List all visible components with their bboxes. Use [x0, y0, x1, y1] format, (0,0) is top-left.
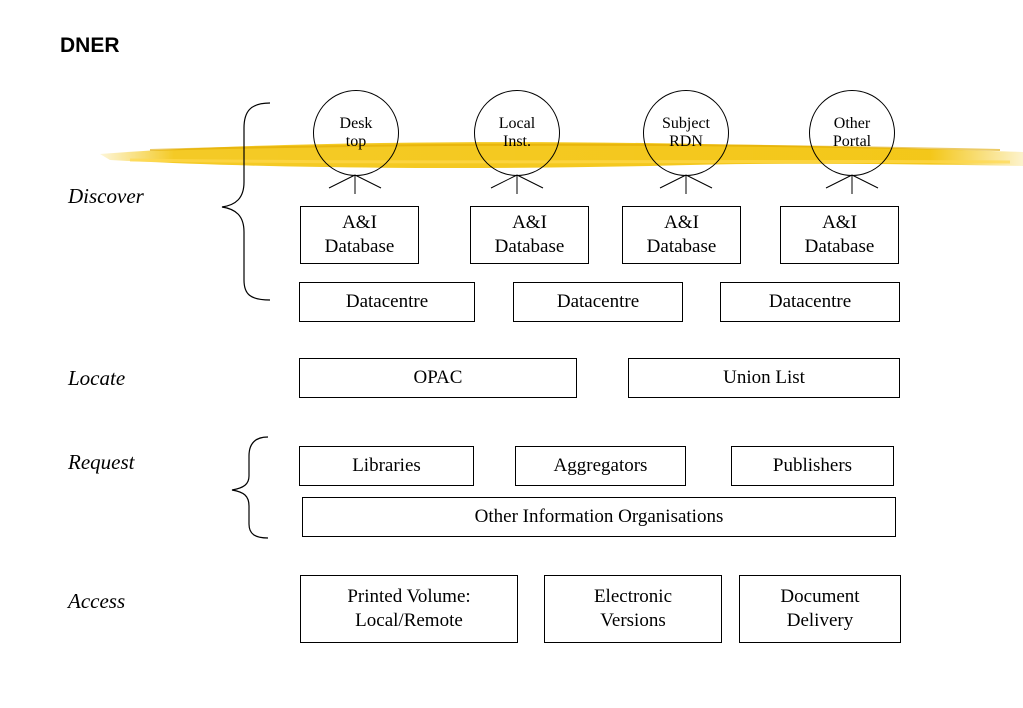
ai-database-box: A&I Database: [300, 206, 419, 264]
box-label-line1: A&I: [512, 212, 547, 234]
portal-label-line1: Local: [498, 115, 536, 133]
box-label-line1: A&I: [664, 212, 699, 234]
box-label-line2: Versions: [600, 610, 666, 631]
publishers-box: Publishers: [731, 446, 894, 486]
stage-label-locate: Locate: [68, 366, 126, 390]
portal-label-line2: Inst.: [503, 133, 531, 150]
stage-label-access: Access: [68, 589, 126, 613]
discover-brace: [221, 102, 271, 301]
datacentre-box: Datacentre: [299, 282, 475, 322]
box-label-line2: Database: [494, 236, 565, 257]
portal-label-line1: Other: [833, 115, 871, 133]
printed-volume-box: Printed Volume: Local/Remote: [300, 575, 518, 643]
box-label-line2: Local/Remote: [355, 610, 463, 631]
page-title: DNER: [60, 34, 120, 57]
electronic-versions-box: Electronic Versions: [544, 575, 722, 643]
box-label-line2: Database: [646, 236, 717, 257]
portal-connector-local-inst: [490, 174, 544, 194]
portal-connector-subject-rdn: [659, 174, 713, 194]
ai-database-box: A&I Database: [780, 206, 899, 264]
portal-subject-rdn: Subject RDN: [643, 90, 729, 176]
portal-label-line1: Subject: [662, 115, 710, 133]
aggregators-box: Aggregators: [515, 446, 686, 486]
box-label-line1: Electronic: [593, 586, 673, 608]
union-list-box: Union List: [628, 358, 900, 398]
portal-other-portal: Other Portal: [809, 90, 895, 176]
portal-connector-desktop: [328, 174, 382, 194]
other-information-organisations-box: Other Information Organisations: [302, 497, 896, 537]
ai-database-box: A&I Database: [470, 206, 589, 264]
opac-box: OPAC: [299, 358, 577, 398]
box-label-line2: Database: [804, 236, 875, 257]
document-delivery-box: Document Delivery: [739, 575, 901, 643]
portal-label-line1: Desk: [339, 115, 373, 133]
portal-local-inst: Local Inst.: [474, 90, 560, 176]
libraries-box: Libraries: [299, 446, 474, 486]
box-label-line1: Printed Volume:: [347, 586, 471, 608]
portal-connector-other-portal: [825, 174, 879, 194]
portal-label-line2: top: [345, 133, 367, 150]
stage-label-request: Request: [68, 450, 135, 474]
datacentre-box: Datacentre: [513, 282, 683, 322]
box-label-line1: Document: [780, 586, 860, 608]
datacentre-box: Datacentre: [720, 282, 900, 322]
request-brace: [231, 436, 269, 539]
portal-label-line2: Portal: [832, 133, 872, 150]
box-label-line2: Database: [324, 236, 395, 257]
box-label-line1: A&I: [342, 212, 377, 234]
box-label-line2: Delivery: [786, 610, 854, 631]
stage-label-discover: Discover: [68, 184, 144, 208]
portal-label-line2: RDN: [669, 133, 703, 150]
ai-database-box: A&I Database: [622, 206, 741, 264]
portal-desktop: Desk top: [313, 90, 399, 176]
box-label-line1: A&I: [822, 212, 857, 234]
